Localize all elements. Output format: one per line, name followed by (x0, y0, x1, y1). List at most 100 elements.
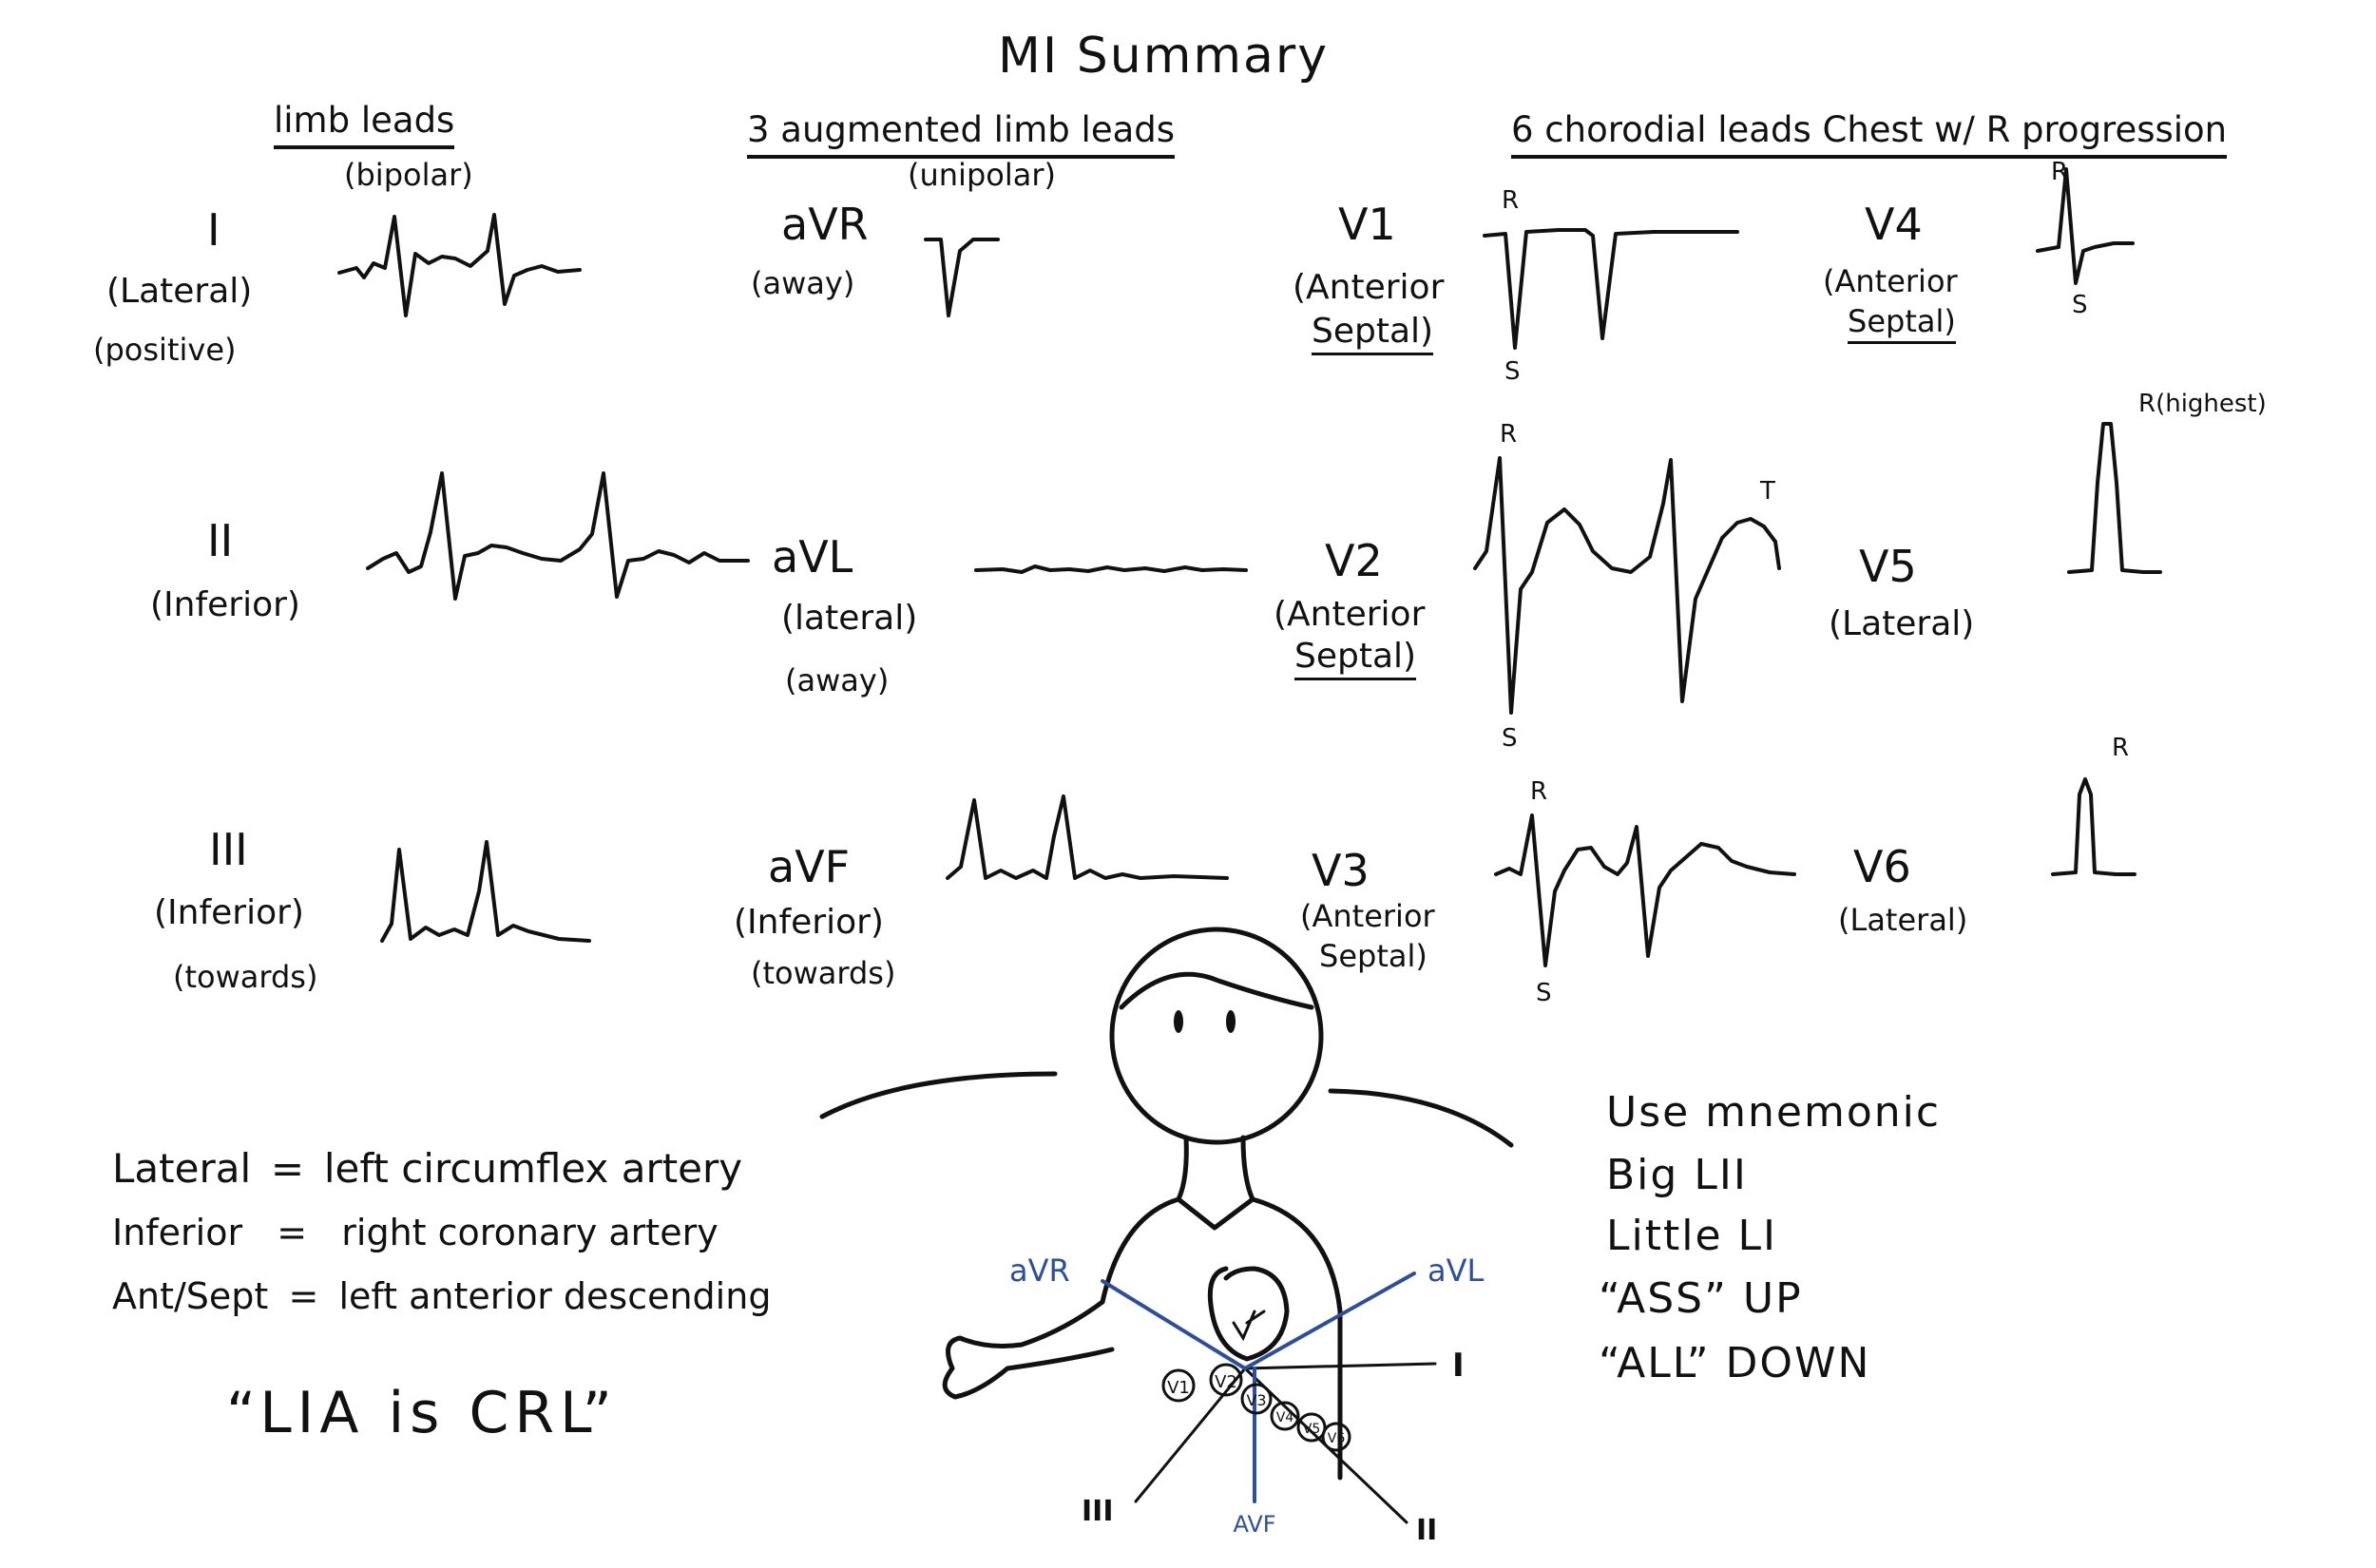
lead-V5-region: (Lateral) (1829, 604, 1975, 643)
lead-aVF-name: aVF (768, 841, 851, 892)
ecg-wave-lead-V1 (1483, 228, 1739, 350)
lead-V6-name: V6 (1853, 841, 1911, 892)
stick-figure-hair (1119, 971, 1314, 1010)
axis-line-III (1134, 1367, 1247, 1503)
lead-V2-name: V2 (1325, 535, 1383, 586)
ecg-wave-lead-V5 (2067, 422, 2162, 574)
ecg-wave-lead-V2 (1473, 456, 1781, 715)
V5-R-highest-label: R(highest) (2138, 390, 2267, 418)
header-limb-leads: limb leads (274, 102, 455, 149)
electrode-V4-label: V4 (1276, 1410, 1294, 1425)
lead-V3-region2: Septal) (1319, 938, 1428, 974)
ecg-wave-lead-V3 (1494, 813, 1796, 967)
electrode-V4 (1270, 1401, 1300, 1431)
lead-V3-name: V3 (1312, 845, 1370, 896)
ecg-wave-lead-aVF (946, 794, 1229, 880)
electrode-V3-label: V3 (1246, 1391, 1266, 1409)
lead-I-region: (Lateral) (106, 272, 253, 311)
stick-figure-head (1109, 927, 1324, 1145)
ecg-wave-lead-aVL (974, 564, 1248, 574)
header-augmented-sub: (unipolar) (908, 157, 1056, 193)
artery-region: Inferior (112, 1212, 243, 1253)
V1-R-label: R (1502, 186, 1520, 215)
lead-aVL-name: aVL (772, 531, 853, 583)
ecg-wave-lead-I (337, 213, 582, 317)
lead-V4-region2: Septal) (1848, 305, 1956, 344)
ecg-wave-lead-II (366, 471, 750, 601)
V3-S-label: S (1536, 979, 1552, 1007)
electrode-V5-label: V5 (1303, 1422, 1320, 1437)
ecg-wave-lead-III (380, 840, 591, 943)
V2-S-label: S (1502, 724, 1518, 753)
heart-icon (1207, 1266, 1290, 1362)
lead-V2-region2: Septal) (1294, 639, 1417, 680)
axis-label-I: I (1452, 1347, 1465, 1385)
electrode-V2-label: V2 (1215, 1372, 1237, 1392)
artery-region: Lateral (112, 1145, 252, 1192)
lead-V1-region1: (Anterior (1293, 268, 1445, 307)
V3-R-label: R (1530, 777, 1548, 806)
axis-line-II (1243, 1367, 1408, 1524)
lead-aVF-region: (Inferior) (734, 903, 884, 942)
lead-V6-region: (Lateral) (1838, 902, 1968, 938)
ecg-wave-lead-V6 (2051, 777, 2136, 876)
artery-equals: = (270, 1145, 305, 1192)
axis-line-I (1243, 1362, 1437, 1370)
axis-label-aVF: AVF (1233, 1511, 1275, 1538)
axis-label-II: II (1416, 1514, 1437, 1547)
stick-figure-torso-right (1250, 1196, 1343, 1481)
axis-label-aVR: aVR (1009, 1252, 1070, 1289)
stick-figure-shoulder-left (1100, 1196, 1181, 1305)
header-augmented-leads: 3 augmented limb leads (747, 111, 1176, 159)
header-chest-leads: 6 chorodial leads Chest w/ R progression (1511, 111, 2228, 159)
V2-T-label: T (1760, 477, 1775, 506)
header-limb-sub: (bipolar) (344, 157, 473, 193)
lead-I-name: I (207, 204, 220, 256)
V1-S-label: S (1504, 357, 1521, 386)
axis-label-III: III (1082, 1495, 1114, 1528)
stick-figure-left-arm (819, 1071, 1058, 1119)
artery-name: left circumflex artery (323, 1145, 743, 1192)
mnemonic-line-3: Little LI (1606, 1212, 1778, 1260)
axis-line-aVR (1101, 1279, 1247, 1370)
lead-V5-name: V5 (1859, 541, 1917, 592)
page-title: MI Summary (998, 28, 1330, 85)
lead-aVL-region: (lateral) (781, 599, 918, 638)
artery-name: right coronary artery (341, 1212, 719, 1253)
lead-II-name: II (207, 515, 234, 566)
artery-name: left anterior descending (338, 1275, 772, 1317)
heart-detail (1232, 1310, 1266, 1342)
electrode-V3 (1240, 1383, 1273, 1415)
ecg-wave-lead-V4 (2036, 167, 2135, 285)
artery-row-antsept: Ant/Sept = left anterior descending (112, 1275, 772, 1317)
artery-equals: = (288, 1275, 319, 1317)
lead-V1-name: V1 (1338, 199, 1396, 250)
stick-figure-collar (1176, 1196, 1255, 1231)
lead-V4-region1: (Anterior (1823, 263, 1958, 299)
lead-aVL-note: (away) (785, 662, 890, 698)
electrode-V1-label: V1 (1167, 1378, 1190, 1398)
axis-label-aVL: aVL (1428, 1252, 1485, 1289)
stick-figure-neck-right (1240, 1135, 1255, 1202)
lead-V2-region1: (Anterior (1274, 595, 1426, 634)
lead-aVF-note: (towards) (751, 955, 896, 991)
stick-figure-left-eye (1174, 1010, 1183, 1033)
electrode-V2 (1209, 1363, 1243, 1397)
V2-R-label: R (1500, 420, 1518, 449)
lead-V4-name: V4 (1865, 199, 1923, 250)
lead-III-note: (towards) (173, 959, 318, 995)
slogan: “LIA is CRL” (226, 1380, 618, 1446)
stick-figure-neck-left (1176, 1135, 1189, 1202)
electrode-V5 (1296, 1412, 1327, 1443)
lead-V1-region2: Septal) (1312, 314, 1434, 355)
lead-III-name: III (209, 824, 248, 875)
V6-R-label: R (2112, 734, 2130, 762)
axis-line-aVL (1243, 1272, 1416, 1370)
lead-aVR-region: (away) (751, 265, 855, 301)
lead-aVR-name: aVR (781, 199, 869, 250)
electrode-V6-label: V6 (1328, 1431, 1346, 1446)
lead-II-region: (Inferior) (150, 585, 300, 624)
artery-equals: = (277, 1212, 308, 1253)
mnemonic-line-2: Big LII (1606, 1151, 1748, 1199)
mnemonic-line-5: “ALL” DOWN (1599, 1339, 1871, 1387)
